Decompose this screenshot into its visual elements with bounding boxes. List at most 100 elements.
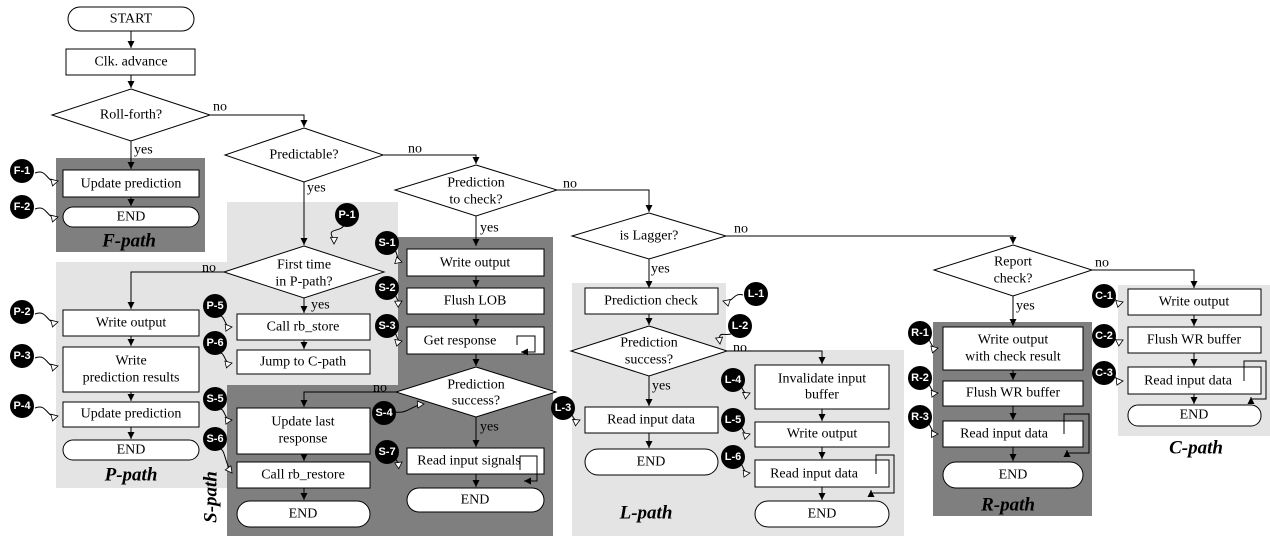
l-read-input-left-box — [584, 406, 719, 434]
flow-label-no: no — [408, 142, 422, 157]
predictable-label: Predictable? — [269, 148, 338, 163]
c-write-output-label: Write output — [1159, 295, 1230, 310]
s-end-left-label: END — [289, 507, 318, 522]
badge-p3-label: P-3 — [13, 350, 30, 362]
f-path-title: F-path — [101, 231, 156, 252]
badge-c1-icon — [1092, 284, 1116, 308]
s-prediction-success-line1: Prediction — [447, 378, 505, 393]
c-write-output-box — [1127, 288, 1262, 316]
loop-arrow — [1063, 413, 1090, 457]
p-write-output-label: Write output — [96, 316, 167, 331]
badge-connector — [34, 171, 58, 181]
flow-arrow — [127, 271, 224, 309]
badge-s4-icon — [372, 401, 396, 425]
badge-r1-label: R-1 — [911, 327, 929, 339]
p-first-time-line2: in P-path? — [275, 275, 332, 290]
flow-label-yes: yes — [652, 379, 671, 394]
badge-s4-label: S-4 — [375, 407, 393, 419]
badge-c2-label: C-2 — [1095, 330, 1113, 342]
badge-p4-label: P-4 — [13, 400, 31, 412]
badge-l6-icon — [721, 445, 745, 469]
badge-f2-label: F-2 — [14, 201, 31, 213]
flow-arrow — [727, 350, 826, 364]
report-check-line1: Report — [994, 255, 1032, 270]
flow-label-yes: yes — [1016, 299, 1035, 314]
flow-arrow — [1092, 269, 1198, 288]
f-end-label: END — [117, 210, 146, 225]
p-end-label: END — [117, 443, 146, 458]
prediction-to-check-line2: to check? — [449, 193, 502, 208]
p-jump-to-c-path-box — [236, 349, 371, 375]
flow-label-yes: yes — [480, 221, 499, 236]
clk-advance-box — [65, 48, 196, 76]
flow-label-yes: yes — [480, 420, 499, 435]
l-end-right-label: END — [808, 507, 837, 522]
c-flush-wr-buffer-box — [1127, 326, 1262, 354]
loop-arrow — [867, 454, 895, 497]
badge-l5-icon — [721, 408, 745, 432]
s-get-response-label: Get response — [424, 334, 497, 349]
badge-s2-icon — [375, 276, 399, 300]
flow-label-yes: yes — [134, 143, 153, 158]
p-end-terminal — [62, 439, 200, 461]
badge-l3-label: L-3 — [555, 402, 572, 414]
f-update-prediction-label: Update prediction — [81, 177, 182, 192]
badge-p6-icon — [203, 331, 227, 355]
badge-connector — [34, 356, 58, 366]
s-flush-lob-label: Flush LOB — [444, 294, 507, 309]
badge-connector — [34, 312, 58, 322]
c-read-input-label: Read input data — [1144, 374, 1233, 389]
flow-arrow — [557, 189, 653, 212]
c-path-title: C-path — [1169, 438, 1223, 459]
l-write-output-box — [754, 421, 890, 448]
s-end-left-terminal — [236, 500, 371, 528]
badge-p2-icon — [10, 300, 34, 324]
badge-p6-label: P-6 — [206, 337, 223, 349]
s-read-input-signals-box — [406, 447, 545, 475]
flow-label-no: no — [1095, 256, 1109, 271]
flow-arrow — [300, 391, 396, 407]
badge-r2-icon — [908, 366, 932, 390]
prediction-to-check-decision — [393, 164, 559, 217]
badge-connector — [394, 404, 424, 413]
p-path-title: P-path — [104, 465, 158, 486]
p-update-prediction-box — [62, 401, 200, 428]
c-flush-wr-buffer-label: Flush WR buffer — [1147, 333, 1242, 348]
badge-l4-icon — [721, 368, 745, 392]
badge-connector — [719, 333, 732, 344]
flow-label-no: no — [734, 222, 748, 237]
s-update-last-line2: response — [279, 432, 328, 447]
badge-r2-label: R-2 — [911, 372, 929, 384]
l-prediction-check-box — [584, 287, 719, 315]
p-write-prediction-line1: Write — [115, 354, 146, 369]
badge-s5-icon — [203, 387, 227, 411]
badge-p1-icon — [335, 203, 359, 227]
badge-c3-icon — [1092, 361, 1116, 385]
badge-s3-label: S-3 — [378, 320, 395, 332]
badge-connector — [723, 294, 744, 302]
r-path-title: R-path — [980, 495, 1035, 516]
report-check-decision — [932, 244, 1094, 297]
s-update-last-line1: Update last — [271, 415, 334, 430]
badge-l2-icon — [728, 314, 752, 338]
s-update-last-response-box — [236, 407, 371, 455]
badge-l6-label: L-6 — [725, 451, 742, 463]
badge-connector — [34, 207, 58, 217]
r-flush-wr-buffer-box — [942, 380, 1084, 407]
l-read-input-right-label: Read input data — [770, 467, 859, 482]
loop-arrow — [1243, 360, 1267, 404]
flow-label-no: no — [563, 177, 577, 192]
s-prediction-success-line2: success? — [452, 394, 500, 409]
r-end-label: END — [999, 468, 1028, 483]
badge-s1-icon — [375, 231, 399, 255]
badge-s5-label: S-5 — [206, 393, 223, 405]
badge-c2-icon — [1092, 324, 1116, 348]
p-jump-to-c-path-label: Jump to C-path — [260, 355, 346, 370]
r-write-with-check-line1: Write output — [978, 333, 1049, 348]
l-read-input-left-label: Read input data — [607, 413, 696, 428]
r-read-input-box — [942, 420, 1084, 448]
flow-label-no: no — [213, 100, 227, 115]
flow-label-no: no — [202, 261, 216, 276]
loop-arrow — [516, 335, 536, 356]
